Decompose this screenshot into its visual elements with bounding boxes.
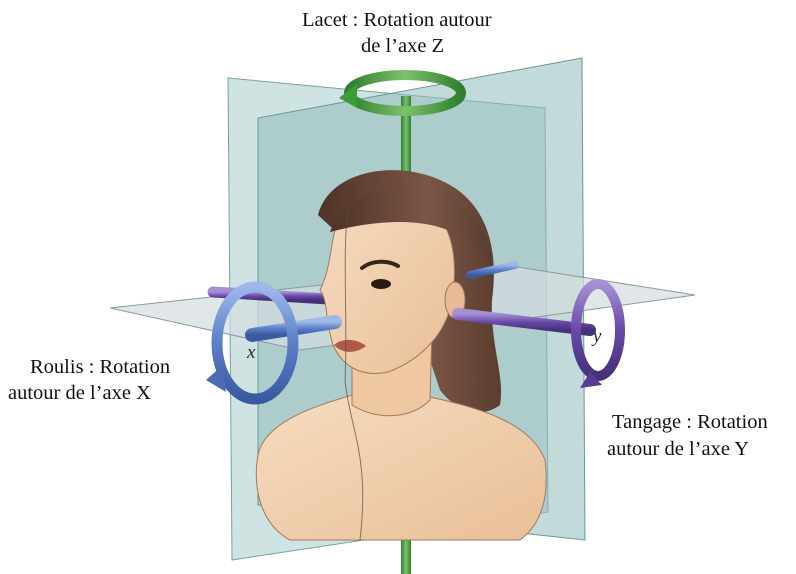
roulis-label-line2: autour de l’axe X xyxy=(8,381,151,405)
lacet-label-line1: Lacet : Rotation autour xyxy=(302,8,492,32)
lacet-label-line2: de l’axe Z xyxy=(361,34,444,58)
roulis-label-line1: Roulis : Rotation xyxy=(30,355,170,379)
tangage-label-line2: autour de l’axe Y xyxy=(607,437,749,461)
y-axis-letter: y xyxy=(593,326,601,348)
tangage-label-line1: Tangage : Rotation xyxy=(612,410,768,434)
x-axis-letter: x xyxy=(247,342,255,364)
eye xyxy=(371,279,391,289)
